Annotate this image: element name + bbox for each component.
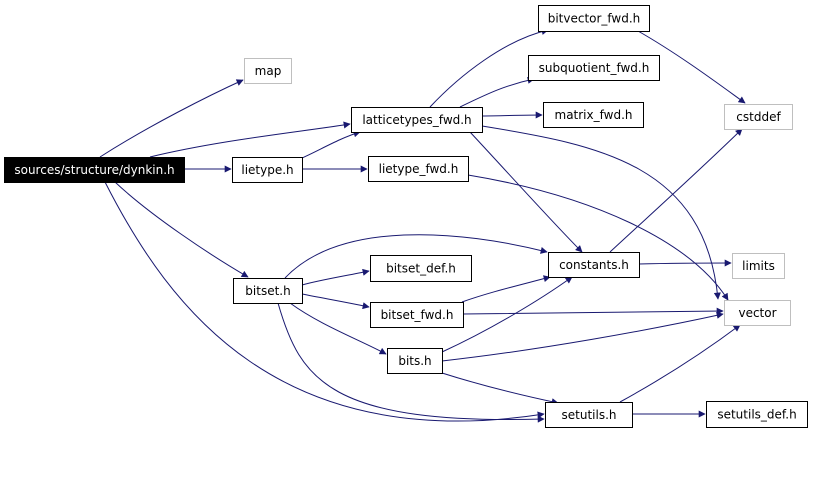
node-bitvector-fwd[interactable]: bitvector_fwd.h (538, 5, 650, 32)
edge-dynkin-to-latticetypes-fwd (149, 121, 351, 158)
edge-latticetypes-fwd-to-vector (481, 125, 721, 300)
node-label-bits: bits.h (398, 354, 431, 368)
node-label-lietype: lietype.h (241, 163, 293, 177)
edge-bits-to-vector (441, 311, 724, 362)
node-box-bitset-def (370, 255, 472, 282)
edges-layer (99, 28, 746, 423)
node-box-limits (732, 253, 785, 279)
node-box-vector (724, 300, 791, 326)
node-map: map (244, 58, 292, 84)
edge-bits-to-constants (441, 276, 573, 353)
node-box-cstddef (724, 104, 793, 130)
edge-lietype-fwd-to-vector (467, 174, 729, 301)
node-box-constants (548, 252, 640, 278)
node-matrix-fwd[interactable]: matrix_fwd.h (543, 102, 644, 128)
node-box-bitset-fwd (370, 302, 464, 328)
node-constants[interactable]: constants.h (548, 252, 640, 278)
node-label-subquotient-fwd: subquotient_fwd.h (539, 61, 650, 75)
node-latticetypes-fwd[interactable]: latticetypes_fwd.h (351, 107, 483, 133)
node-label-bitset-def: bitset_def.h (386, 262, 456, 276)
node-box-latticetypes-fwd (351, 107, 483, 133)
node-label-map: map (255, 64, 282, 78)
node-lietype[interactable]: lietype.h (232, 157, 303, 183)
node-label-vector: vector (738, 306, 776, 320)
edge-bitset-to-bitset-fwd (301, 293, 370, 310)
node-label-cstddef: cstddef (736, 110, 781, 124)
edge-latticetypes-fwd-to-matrix-fwd (481, 111, 543, 119)
node-vector: vector (724, 300, 791, 326)
node-bitset-fwd[interactable]: bitset_fwd.h (370, 302, 464, 328)
edge-bitvector-fwd-to-cstddef (637, 30, 746, 104)
node-label-latticetypes-fwd: latticetypes_fwd.h (362, 113, 471, 127)
node-box-setutils (545, 402, 633, 428)
node-box-bitset (233, 278, 303, 304)
node-label-lietype-fwd: lietype_fwd.h (379, 162, 459, 176)
edge-bits-to-setutils (441, 372, 559, 406)
node-box-bits (387, 348, 443, 374)
edge-setutils-to-vector (619, 324, 741, 403)
edge-latticetypes-fwd-to-subquotient-fwd (459, 76, 535, 108)
node-label-setutils-def: setutils_def.h (717, 408, 796, 422)
node-box-lietype-fwd (368, 156, 469, 182)
node-label-matrix-fwd: matrix_fwd.h (555, 108, 633, 122)
edge-dynkin-to-setutils (104, 181, 545, 422)
node-lietype-fwd[interactable]: lietype_fwd.h (368, 156, 469, 182)
node-label-setutils: setutils.h (562, 408, 617, 422)
edge-latticetypes-fwd-to-constants (469, 131, 583, 253)
edge-bitset-to-setutils (277, 302, 545, 423)
edge-bitset-to-bitset-def (301, 268, 370, 286)
node-box-map (244, 58, 292, 84)
edge-latticetypes-fwd-to-bitvector-fwd (429, 28, 549, 108)
node-cstddef: cstddef (724, 104, 793, 130)
node-label-constants: constants.h (559, 258, 629, 272)
node-dynkin[interactable]: sources/structure/dynkin.h (4, 157, 185, 183)
node-box-subquotient-fwd (528, 55, 660, 81)
node-box-bitvector-fwd (538, 5, 650, 32)
edge-bitset-to-bits (289, 302, 387, 355)
node-box-dynkin (4, 157, 185, 183)
node-bitset-def[interactable]: bitset_def.h (370, 255, 472, 282)
node-setutils-def[interactable]: setutils_def.h (706, 401, 808, 428)
edge-bitset-fwd-to-vector (462, 307, 724, 315)
edge-constants-to-limits (638, 259, 732, 267)
node-box-setutils-def (706, 401, 808, 428)
node-label-dynkin: sources/structure/dynkin.h (14, 163, 174, 177)
nodes-layer: sources/structure/dynkin.h map latticetype… (4, 5, 808, 428)
edge-dynkin-to-map (99, 79, 244, 158)
edge-dynkin-to-bitset (114, 181, 249, 278)
node-box-matrix-fwd (543, 102, 644, 128)
node-subquotient-fwd[interactable]: subquotient_fwd.h (528, 55, 660, 81)
node-setutils[interactable]: setutils.h (545, 402, 633, 428)
edge-bitset-fwd-to-constants (461, 275, 551, 303)
node-box-lietype (232, 157, 303, 183)
node-bitset[interactable]: bitset.h (233, 278, 303, 304)
node-limits: limits (732, 253, 785, 279)
node-label-bitset: bitset.h (245, 284, 290, 298)
edge-bitset-to-constants (284, 234, 548, 279)
node-label-bitset-fwd: bitset_fwd.h (381, 308, 454, 322)
node-bits[interactable]: bits.h (387, 348, 443, 374)
edge-lietype-to-latticetypes-fwd (301, 130, 361, 159)
node-label-bitvector-fwd: bitvector_fwd.h (548, 12, 641, 26)
node-label-limits: limits (742, 259, 775, 273)
edge-constants-to-cstddef (609, 128, 743, 253)
